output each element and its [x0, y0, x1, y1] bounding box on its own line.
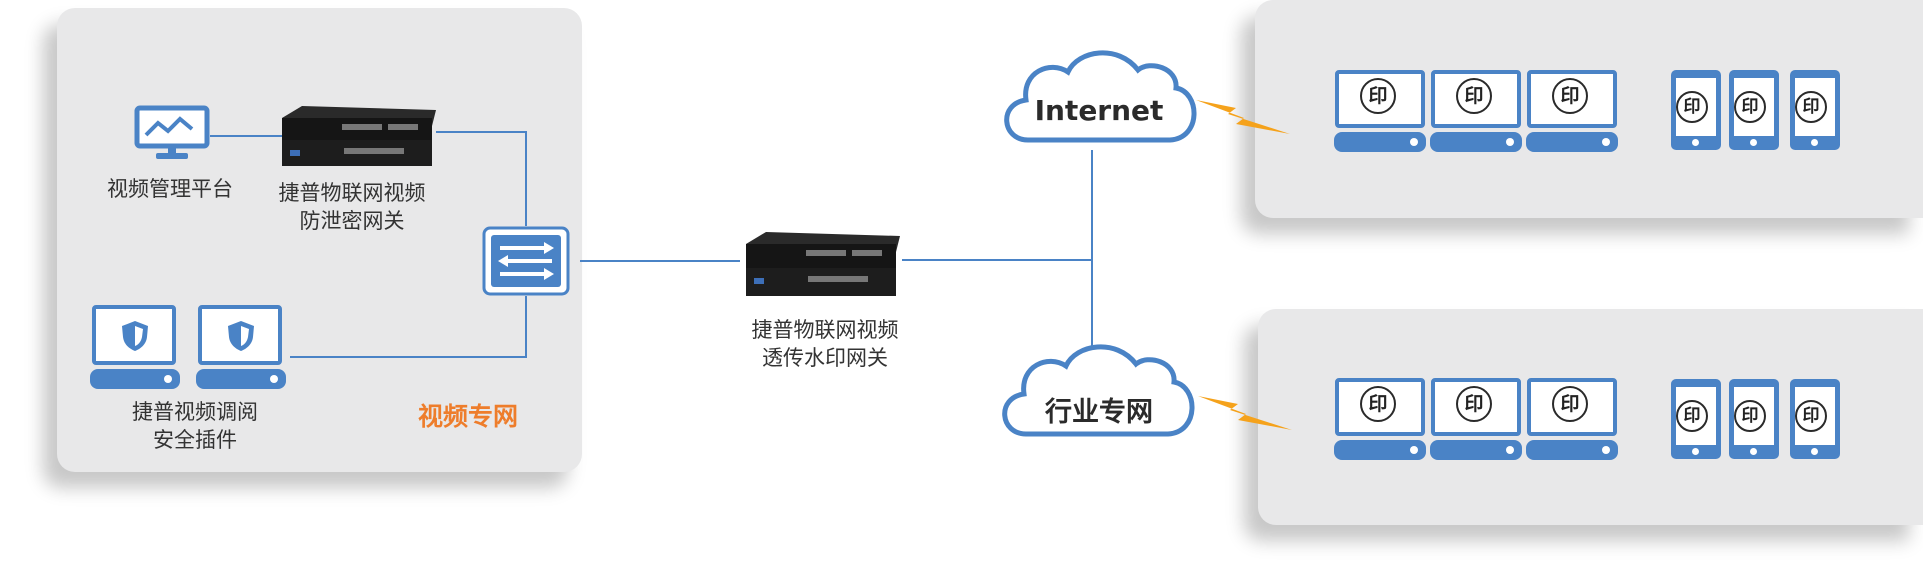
industry-network-cloud-icon [1002, 344, 1195, 437]
anti-leak-gateway-label: 捷普物联网视频 防泄密网关 [278, 181, 426, 233]
watermark-gateway-label: 捷普物联网视频 透传水印网关 [751, 318, 899, 370]
watermark-seal-icon: 印 [1795, 400, 1827, 432]
watermark-seal-icon: 印 [1360, 386, 1396, 422]
computer-terminal: 印 [1334, 70, 1426, 160]
computer-terminal: 印 [1526, 378, 1618, 468]
watermark-seal-icon: 印 [1676, 91, 1708, 123]
monitor-chart-icon [134, 105, 210, 159]
computer-terminal: 印 [1430, 378, 1522, 468]
industry-cloud-label: 行业专网 [1045, 397, 1153, 428]
mobile-terminal: 印 [1790, 70, 1840, 150]
mobile-terminal: 印 [1729, 70, 1779, 150]
lightning-icon [1196, 100, 1290, 134]
watermark-seal-icon: 印 [1734, 91, 1766, 123]
watermark-seal-icon: 印 [1552, 386, 1588, 422]
internet-cloud-label: Internet [1034, 94, 1164, 127]
watermark-seal-icon: 印 [1456, 78, 1492, 114]
mobile-terminal: 印 [1729, 379, 1779, 459]
computer-terminal: 印 [1334, 378, 1426, 468]
watermark-seal-icon: 印 [1456, 386, 1492, 422]
anti-leak-gateway-device [282, 106, 436, 166]
watermark-seal-icon: 印 [1734, 400, 1766, 432]
video-platform-label: 视频管理平台 [107, 177, 233, 201]
lightning-icon [1198, 396, 1292, 430]
mobile-terminal: 印 [1671, 379, 1721, 459]
computer-terminal: 印 [1430, 70, 1522, 160]
internet-cloud-icon [1004, 50, 1197, 143]
mobile-terminal: 印 [1790, 379, 1840, 459]
watermark-seal-icon: 印 [1552, 78, 1588, 114]
watermark-seal-icon: 印 [1676, 400, 1708, 432]
mobile-terminal: 印 [1671, 70, 1721, 150]
watermark-gateway-device [746, 232, 900, 296]
laptop-shield-icon [196, 305, 286, 395]
watermark-seal-icon: 印 [1795, 91, 1827, 123]
computer-terminal: 印 [1526, 70, 1618, 160]
switch-icon [482, 226, 570, 296]
zone-label: 视频专网 [418, 402, 519, 431]
laptop-shield-icon [90, 305, 180, 395]
watermark-seal-icon: 印 [1360, 78, 1396, 114]
security-plugin-label: 捷普视频调阅 安全插件 [132, 400, 258, 452]
